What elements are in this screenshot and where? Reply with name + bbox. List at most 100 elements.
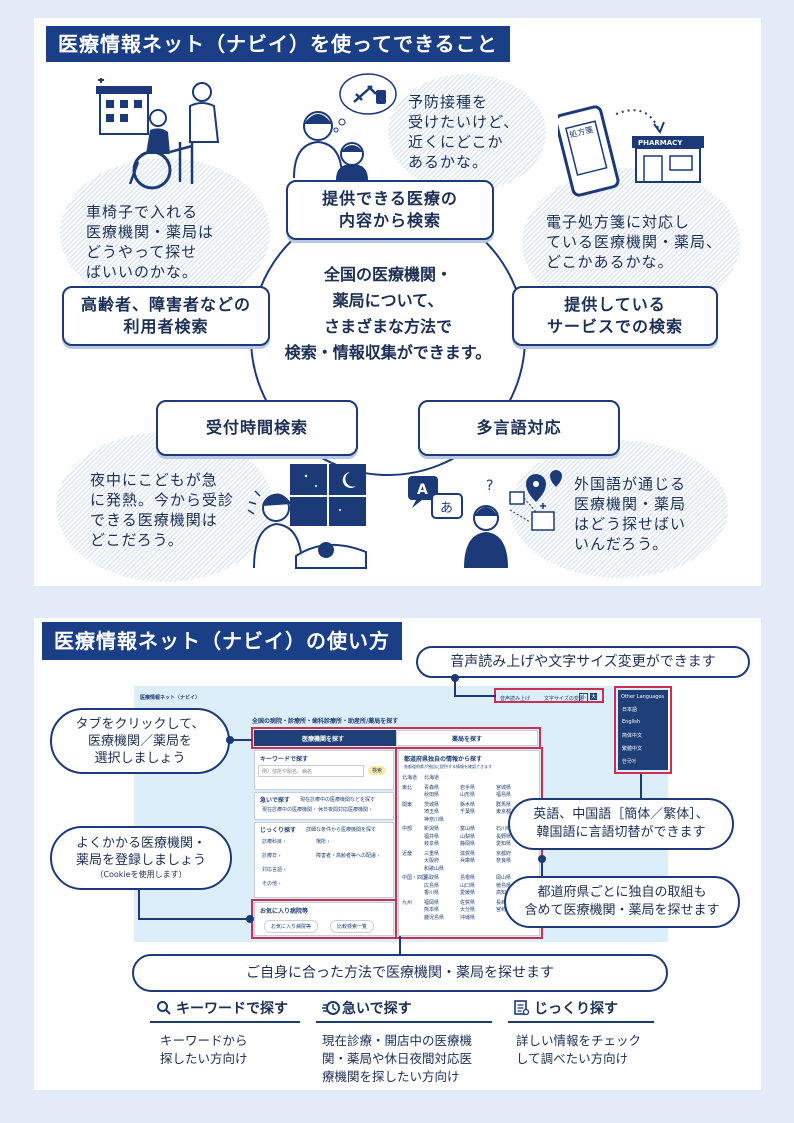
prefecture-link[interactable]: 愛知県 bbox=[496, 841, 512, 847]
method-divider bbox=[150, 1021, 300, 1023]
prefecture-link[interactable]: 和歌山県 bbox=[424, 865, 445, 872]
wheelchair-bubble-text: 車椅子で入れる 医療機関・薬局は どうやって探せ ばいいのかな。 bbox=[86, 203, 215, 281]
tabs-callout: タブをクリックして、 医療機関／薬局を 選択しましょう bbox=[50, 708, 230, 774]
prefecture-link[interactable]: 大阪府 bbox=[424, 858, 440, 864]
prefecture-link[interactable]: 佐賀県 bbox=[460, 899, 476, 906]
section1-title: 医療情報ネット（ナビイ）を使ってできること bbox=[46, 26, 510, 62]
detail-item[interactable]: 対応言語 › bbox=[262, 867, 286, 873]
keyword-placeholder: 例）住所や駅名、病名 bbox=[262, 769, 313, 775]
language-item[interactable]: 繁體中文 bbox=[622, 746, 643, 752]
tools-highlight bbox=[494, 688, 604, 703]
prefecture-link[interactable]: 群馬県 bbox=[496, 801, 512, 808]
method-desc: キーワードから 探したい方向け bbox=[160, 1033, 248, 1066]
prefecture-link[interactable]: 福島県 bbox=[496, 792, 512, 798]
prefecture-link[interactable]: 山形県 bbox=[460, 792, 476, 798]
prefecture-link[interactable]: 福岡県 bbox=[424, 899, 440, 906]
speech-connector bbox=[454, 695, 496, 697]
detail-title: じっくり探す bbox=[260, 827, 297, 834]
language-item[interactable]: 日本語 bbox=[622, 707, 638, 713]
detail-item[interactable]: 診療日 › bbox=[262, 853, 281, 859]
prefecture-link[interactable]: 岐阜県 bbox=[424, 841, 440, 847]
language-item[interactable]: 한국어 bbox=[622, 759, 636, 765]
prefecture-link[interactable]: 千葉県 bbox=[460, 809, 476, 815]
prefecture-link[interactable]: 徳島県 bbox=[496, 882, 512, 889]
prefecture-link[interactable]: 宮崎県 bbox=[496, 907, 512, 913]
prefecture-link[interactable]: 長崎県 bbox=[496, 899, 511, 906]
language-item[interactable]: English bbox=[622, 719, 641, 725]
prefecture-link[interactable]: 秋田県 bbox=[424, 792, 440, 798]
detail-item[interactable]: 障害者・高齢者等への配慮 › bbox=[316, 853, 380, 859]
prefecture-link[interactable]: 東京都 bbox=[496, 809, 512, 815]
prefecture-link[interactable]: 埼玉県 bbox=[424, 809, 440, 815]
vaccine-bubble-text: 予防接種を 受けたいけど、 近くにどこか あるかな。 bbox=[408, 93, 520, 171]
prefecture-link[interactable]: 滋賀県 bbox=[460, 850, 476, 857]
language-menu-label[interactable]: Other Languages bbox=[621, 694, 665, 700]
font-size-label: 文字サイズの変更 bbox=[544, 696, 584, 702]
prefecture-link[interactable]: 兵庫県 bbox=[460, 858, 476, 864]
prefecture-link[interactable]: 新潟県 bbox=[424, 826, 440, 832]
region-label: 中国・四国 bbox=[402, 875, 428, 881]
font-size-large-button[interactable]: 大 bbox=[590, 693, 598, 700]
prefecture-link[interactable]: 愛媛県 bbox=[460, 890, 476, 896]
prefecture-link[interactable]: 神奈川県 bbox=[424, 816, 445, 823]
prefecture-link[interactable]: 沖縄県 bbox=[460, 914, 476, 921]
prefecture-link[interactable]: 鹿児島県 bbox=[424, 914, 445, 921]
tab-medical[interactable] bbox=[254, 730, 396, 746]
prefecture-link[interactable]: 熊本県 bbox=[424, 907, 440, 913]
language-item[interactable]: 简体中文 bbox=[622, 733, 643, 739]
prefecture-link[interactable]: 福井県 bbox=[424, 833, 440, 840]
prefecture-link[interactable]: 長野県 bbox=[496, 833, 512, 840]
prefecture-link[interactable]: 京都府 bbox=[496, 850, 512, 857]
prefecture-link[interactable]: 栃木県 bbox=[460, 801, 476, 808]
prefecture-title: 都道府県独自の情報から探す bbox=[404, 756, 483, 763]
method-title: キーワードで探す bbox=[176, 1001, 288, 1017]
prefecture-link[interactable]: 広島県 bbox=[424, 882, 440, 889]
prefecture-link[interactable]: 富山県 bbox=[460, 826, 476, 832]
speech-button[interactable]: 音声読み上げ bbox=[500, 696, 531, 702]
prefecture-link[interactable]: 山口県 bbox=[460, 882, 476, 889]
favorites-callout: よくかかる医療機関・ 薬局を登録しましょう （Cookieを使用します） bbox=[50, 826, 232, 890]
prefecture-link[interactable]: 静岡県 bbox=[460, 841, 476, 847]
prefecture-link[interactable]: 三重県 bbox=[424, 850, 440, 857]
urgent-link[interactable]: 現在診療中の医療機関 › bbox=[262, 807, 316, 813]
prefecture-link[interactable]: 茨城県 bbox=[424, 801, 440, 808]
prefecture-link[interactable]: 石川県 bbox=[496, 826, 512, 832]
tabs-connector bbox=[230, 739, 252, 741]
prefecture-link[interactable]: 鳥取県 bbox=[424, 875, 440, 881]
prefecture-link[interactable]: 山梨県 bbox=[460, 833, 476, 840]
prefecture-link[interactable]: 高知県 bbox=[496, 890, 512, 896]
prefecture-link[interactable]: 奈良県 bbox=[496, 858, 512, 864]
prefecture-link[interactable]: 岡山県 bbox=[496, 875, 512, 881]
compare-button[interactable]: 比較検索一覧 bbox=[330, 920, 375, 933]
favorites-connector bbox=[138, 918, 250, 920]
user-search-box: 高齢者、障害者などの 利用者検索 bbox=[62, 286, 270, 346]
center-text: 全国の医療機関・ 薬局について、 さまざまな方法で 検索・情報収集ができます。 bbox=[284, 265, 492, 362]
tab-pharmacy-label: 薬局を探す bbox=[452, 736, 483, 743]
prefecture-link[interactable]: 岩手県 bbox=[460, 784, 476, 791]
pharmacy-label: PHARMACY bbox=[638, 139, 683, 147]
detail-item[interactable]: 場所 › bbox=[316, 839, 330, 845]
content-search-box: 提供できる医療の 内容から検索 bbox=[286, 180, 494, 240]
tab-pharmacy[interactable] bbox=[396, 730, 538, 746]
keyword-search-button[interactable]: 検索 bbox=[368, 766, 387, 775]
detail-item[interactable]: その他 › bbox=[262, 881, 281, 887]
prefecture-link[interactable]: 大分県 bbox=[460, 907, 476, 913]
prefecture-link[interactable]: 香川県 bbox=[424, 890, 440, 896]
language-highlight bbox=[614, 686, 672, 774]
prefecture-link[interactable]: 宮城県 bbox=[496, 784, 512, 791]
summary-callout: ご自身に合った方法で医療機関・薬局を探せます bbox=[132, 954, 668, 992]
keyword-input[interactable] bbox=[258, 765, 364, 777]
detail-panel bbox=[254, 822, 394, 898]
method-title: じっくり探す bbox=[534, 1001, 618, 1017]
prefecture-link[interactable]: 青森県 bbox=[424, 784, 440, 791]
speech-connector bbox=[454, 678, 456, 696]
list-icon bbox=[514, 1000, 530, 1016]
urgent-link[interactable]: 休日夜間対応医療機関 › bbox=[318, 807, 372, 813]
prefecture-link[interactable]: 北海道 bbox=[424, 775, 440, 781]
prefecture-link[interactable]: 島根県 bbox=[460, 875, 476, 881]
favorites-highlight bbox=[251, 899, 397, 939]
favorites-button[interactable]: お気に入り病院等 bbox=[264, 920, 319, 933]
favorites-connector bbox=[138, 890, 140, 920]
language-menu[interactable] bbox=[618, 690, 668, 770]
detail-item[interactable]: 診療科目 › bbox=[262, 839, 286, 845]
